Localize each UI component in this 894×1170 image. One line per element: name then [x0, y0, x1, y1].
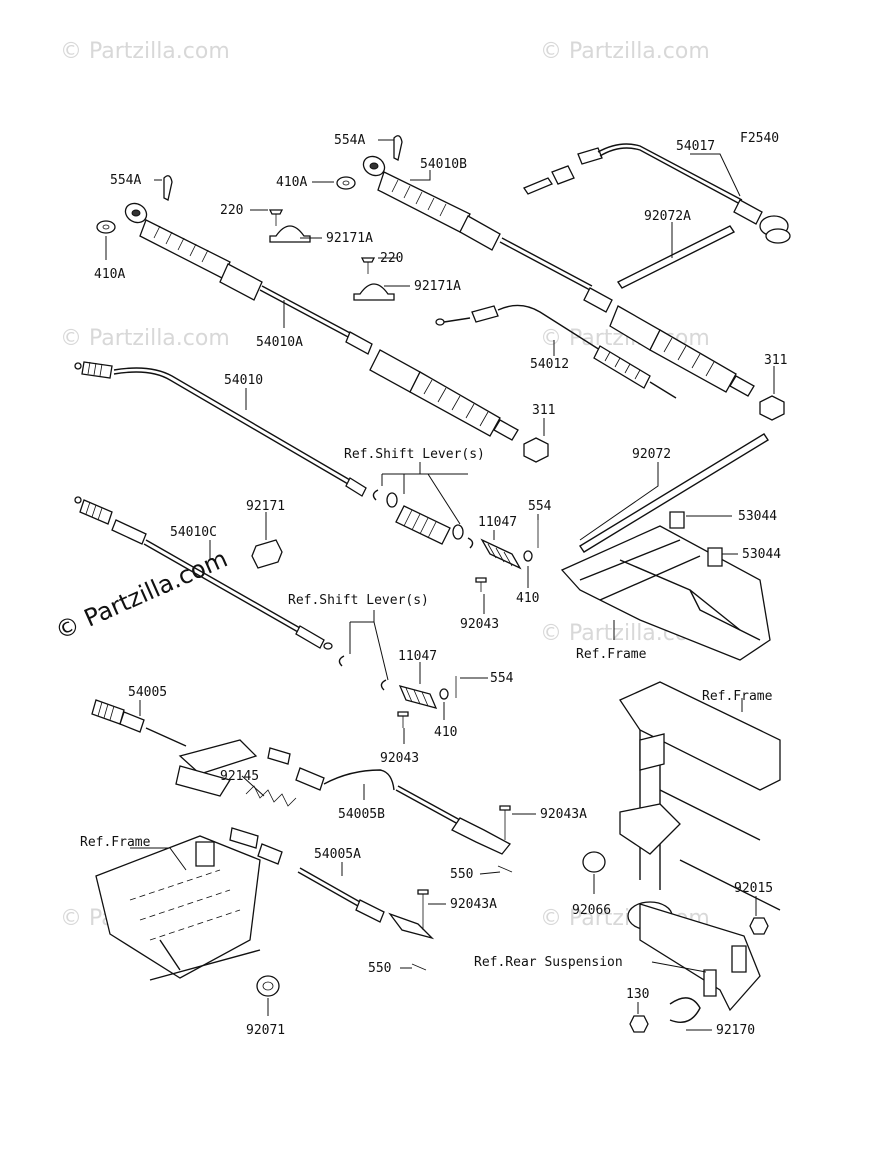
clamps-92171A [268, 209, 395, 301]
label-550: 550 [450, 867, 473, 882]
label-11047: 11047 [478, 515, 517, 530]
cable-54005A [229, 827, 435, 971]
label-ref-frame: Ref.Frame [80, 835, 151, 850]
ref-frame-2 [582, 681, 781, 911]
label-92171A: 92171A [414, 279, 461, 294]
label-554: 554 [528, 499, 552, 514]
shift-lever-parts-2 [338, 655, 457, 728]
cable-54005B [267, 747, 513, 873]
label-220: 220 [380, 251, 403, 266]
label-ref-shift-lever: Ref.Shift Lever(s) [288, 593, 429, 608]
label-11047: 11047 [398, 649, 437, 664]
label-410A: 410A [94, 267, 125, 282]
label-54010B: 54010B [420, 157, 467, 172]
label-92043A: 92043A [540, 807, 587, 822]
label-554A: 554A [334, 133, 365, 148]
watermark: © Partzilla.com [60, 326, 230, 351]
cable-54017 [523, 143, 791, 244]
label-550: 550 [368, 961, 391, 976]
label-410: 410 [516, 591, 539, 606]
tie-92072A [616, 225, 736, 289]
label-92043: 92043 [460, 617, 499, 632]
watermark: © Partzilla.com [60, 39, 230, 64]
label-54012: 54012 [530, 357, 569, 372]
cable-54012 [435, 304, 677, 399]
label-92071: 92071 [246, 1023, 285, 1038]
label-54010C: 54010C [170, 525, 217, 540]
figure-code: F2540 [740, 131, 779, 146]
leader-lines [105, 139, 775, 1031]
label-92066: 92066 [572, 903, 611, 918]
label-54010A: 54010A [256, 335, 303, 350]
ref-rear-suspension [627, 901, 769, 1033]
label-92072A: 92072A [644, 209, 691, 224]
label-ref-frame: Ref.Frame [702, 689, 773, 704]
label-92072: 92072 [632, 447, 671, 462]
label-554A: 554A [110, 173, 141, 188]
label-92171: 92171 [246, 499, 285, 514]
label-53044: 53044 [738, 509, 777, 524]
label-410: 410 [434, 725, 457, 740]
cable-54010 [74, 361, 367, 497]
label-92145: 92145 [220, 769, 259, 784]
label-554: 554 [490, 671, 514, 686]
ref-frame-1 [560, 511, 771, 661]
label-ref-shift-lever: Ref.Shift Lever(s) [344, 447, 485, 462]
label-130: 130 [626, 987, 649, 1002]
cable-54005 [91, 699, 258, 797]
spring-92145 [245, 785, 297, 807]
cable-54010A [96, 175, 549, 463]
cable-54010B [336, 135, 785, 421]
ref-frame-3 [95, 835, 280, 997]
label-54010: 54010 [224, 373, 263, 388]
label-ref-rear-suspension: Ref.Rear Suspension [474, 955, 623, 970]
label-92015: 92015 [734, 881, 773, 896]
label-92170: 92170 [716, 1023, 755, 1038]
watermark: © Partzilla.com [540, 39, 710, 64]
label-92043A: 92043A [450, 897, 497, 912]
label-410A: 410A [276, 175, 307, 190]
tie-92072 [579, 433, 769, 553]
label-92043: 92043 [380, 751, 419, 766]
label-311: 311 [532, 403, 555, 418]
shift-lever-parts-1 [372, 489, 539, 592]
label-54017: 54017 [676, 139, 715, 154]
label-92171A: 92171A [326, 231, 373, 246]
label-54005B: 54005B [338, 807, 385, 822]
label-53044: 53044 [742, 547, 781, 562]
label-220: 220 [220, 203, 243, 218]
label-311: 311 [764, 353, 787, 368]
brand-mark: © Partzilla.com [51, 545, 232, 646]
label-54005A: 54005A [314, 847, 361, 862]
clamp-92171 [251, 539, 283, 569]
label-ref-frame: Ref.Frame [576, 647, 647, 662]
label-54005: 54005 [128, 685, 167, 700]
part-labels: F2540 554A 54010B 54017 554A 410A 220 92… [51, 131, 787, 1038]
cable-54010C [74, 496, 333, 650]
